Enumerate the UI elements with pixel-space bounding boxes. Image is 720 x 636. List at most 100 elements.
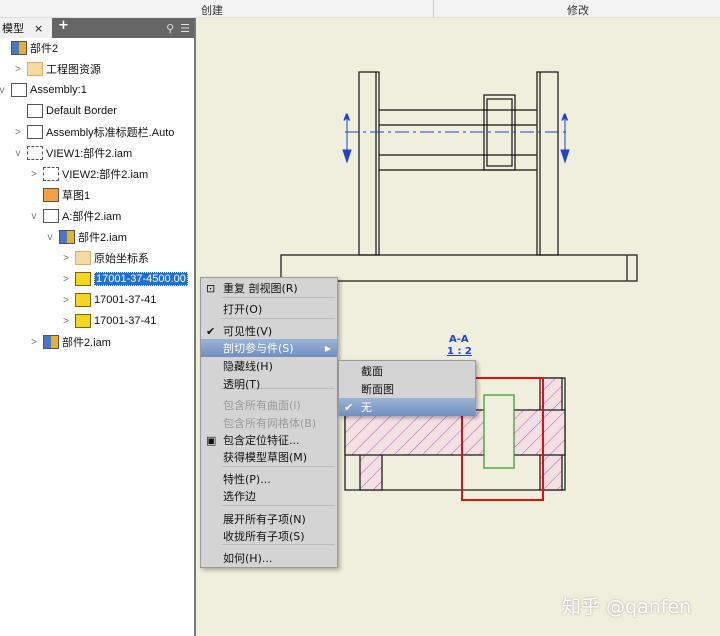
menu-icon[interactable]: ☰: [180, 21, 190, 35]
tree-item[interactable]: >17001-37-41: [60, 290, 156, 310]
tree-item[interactable]: > VIEW2:部件2.iam: [28, 164, 148, 184]
menu-item-include-all-meshes[interactable]: 包含所有网格体(B): [201, 414, 337, 432]
menu-item-label: 重复 剖视图(R): [223, 282, 298, 295]
ribbon-header: 创建 修改: [0, 0, 720, 18]
tree-item-label: 部件2.iam: [78, 232, 127, 244]
check-icon: ✔: [206, 324, 216, 338]
menu-item-get-model-sketch[interactable]: 获得模型草图(M): [201, 448, 337, 466]
tree-item-label: 工程图资源: [46, 64, 101, 76]
menu-item-label: 包含定位特征...: [223, 434, 300, 447]
expand-chevron-icon[interactable]: >: [15, 126, 21, 138]
expand-chevron-icon[interactable]: >: [15, 63, 21, 75]
menu-item-section-participation[interactable]: 剖切参与件(S)▶: [201, 339, 337, 357]
arrow-left-icon: [342, 149, 352, 164]
tree-item-label: 部件2.iam: [62, 337, 111, 349]
tree-item-label: Default Border: [46, 105, 117, 117]
expand-chevron-icon[interactable]: v: [0, 84, 5, 96]
sketch-icon: [43, 188, 59, 202]
section-view-icon: [43, 209, 59, 223]
menu-item-label: 获得模型草图(M): [223, 451, 308, 464]
menu-item-label: 如何(H)...: [223, 552, 273, 565]
expand-chevron-icon[interactable]: v: [31, 210, 37, 222]
submenu-item-none[interactable]: ✔无: [339, 398, 475, 416]
assembly-drawing-icon: [11, 41, 27, 55]
expand-chevron-icon[interactable]: v: [15, 147, 21, 159]
menu-item-label: 特性(P)...: [223, 473, 271, 486]
menu-item-open[interactable]: 打开(O): [201, 300, 337, 318]
border-icon: [27, 104, 43, 118]
ribbon-modify-label[interactable]: 修改: [567, 4, 589, 17]
tree-item[interactable]: > 部件2.iam: [28, 332, 111, 352]
menu-separator: [221, 466, 335, 467]
base: [280, 254, 638, 282]
menu-item-label: 包含所有网格体(B): [223, 417, 317, 430]
expand-chevron-icon[interactable]: v: [47, 231, 53, 243]
menu-item-visibility[interactable]: ✔ 可见性(V): [201, 322, 337, 340]
menu-item-label: 展开所有子项(N): [223, 513, 306, 526]
view-icon: [27, 146, 43, 160]
submenu-item-label: 断面图: [361, 383, 394, 396]
menu-item-include-work-features[interactable]: ▣包含定位特征...: [201, 431, 337, 449]
context-menu: ⊡重复 剖视图(R) 打开(O) ✔ 可见性(V)剖切参与件(S)▶隐藏线(H) 透明(…: [200, 277, 338, 568]
expand-chevron-icon[interactable]: >: [63, 315, 69, 327]
expand-chevron-icon[interactable]: >: [63, 252, 69, 264]
tree-item-label: 草图1: [62, 190, 91, 202]
menu-item-expand-all[interactable]: 展开所有子项(N): [201, 510, 337, 528]
submenu-arrow-icon: ▶: [324, 343, 331, 353]
submenu-item-slice[interactable]: 断面图: [339, 380, 475, 398]
menu-item-label: 可见性(V): [223, 325, 273, 338]
section-view: [344, 377, 566, 491]
tree-item[interactable]: v A:部件2.iam: [28, 206, 121, 226]
tree-item-label: A:部件2.iam: [62, 211, 122, 223]
menu-item-select-as-edge[interactable]: 选作边: [201, 487, 337, 505]
expand-chevron-icon[interactable]: >: [63, 273, 69, 285]
tree-item[interactable]: >Assembly标准标题栏.Auto: [12, 122, 174, 142]
menu-item-how-to[interactable]: 如何(H)...: [201, 549, 337, 567]
tree-item[interactable]: 部件2: [0, 38, 58, 58]
menu-item-properties[interactable]: 特性(P)...: [201, 470, 337, 488]
section-arrows: A A: [342, 113, 570, 164]
tree-item[interactable]: >17001-37-41: [60, 311, 156, 331]
part-icon: [75, 314, 91, 328]
ribbon-create-label[interactable]: 创建: [201, 4, 223, 17]
view-icon: [43, 167, 59, 181]
folder-icon: [27, 62, 43, 76]
assembly-icon: [59, 230, 75, 244]
sheet-icon: [11, 83, 27, 97]
tree-item[interactable]: v 部件2.iam: [44, 227, 127, 247]
tree-item[interactable]: >17001-37-4500.00: [60, 269, 188, 289]
add-tab-button[interactable]: +: [58, 18, 69, 33]
tree-item-label: VIEW1:部件2.iam: [46, 148, 133, 160]
menu-item-label: 透明(T): [223, 378, 261, 391]
submenu-item-section[interactable]: 截面: [339, 362, 475, 380]
menu-item-include-all-surfaces[interactable]: 包含所有曲面(I): [201, 396, 337, 414]
menu-item-repeat-section-view[interactable]: ⊡重复 剖视图(R): [201, 279, 337, 297]
divider: [433, 0, 434, 18]
menu-item-transparent[interactable]: 透明(T): [201, 375, 337, 393]
tree-item[interactable]: v VIEW1:部件2.iam: [12, 143, 132, 163]
menu-item-hidden-lines[interactable]: 隐藏线(H): [201, 357, 337, 375]
tree-item[interactable]: Default Border: [12, 101, 117, 121]
folder-icon: [75, 251, 91, 265]
tree-item-label: 原始坐标系: [94, 253, 149, 265]
tree-item[interactable]: > 工程图资源: [12, 59, 101, 79]
expand-chevron-icon[interactable]: >: [31, 336, 37, 348]
menu-item-collapse-all[interactable]: 收拢所有子项(S): [201, 527, 337, 545]
expand-chevron-icon[interactable]: >: [31, 168, 37, 180]
tree-item[interactable]: 草图1: [28, 185, 90, 205]
search-icon[interactable]: ⚲: [166, 21, 175, 35]
menu-item-label: 收拢所有子项(S): [223, 530, 305, 543]
drawing-canvas[interactable]: A A A-A 1 : 2: [197, 18, 720, 636]
highlight-box: [461, 377, 544, 501]
menu-item-label: 选作边: [223, 490, 256, 503]
close-icon[interactable]: ×: [34, 21, 44, 35]
menu-separator: [221, 318, 335, 319]
tree-item-label: VIEW2:部件2.iam: [62, 169, 149, 181]
expand-chevron-icon[interactable]: >: [63, 294, 69, 306]
tree-item[interactable]: > 原始坐标系: [60, 248, 149, 268]
tab-model[interactable]: 模型×: [0, 18, 52, 38]
menu-separator: [221, 505, 335, 506]
menu-separator: [221, 544, 335, 545]
assembly-icon: [43, 335, 59, 349]
